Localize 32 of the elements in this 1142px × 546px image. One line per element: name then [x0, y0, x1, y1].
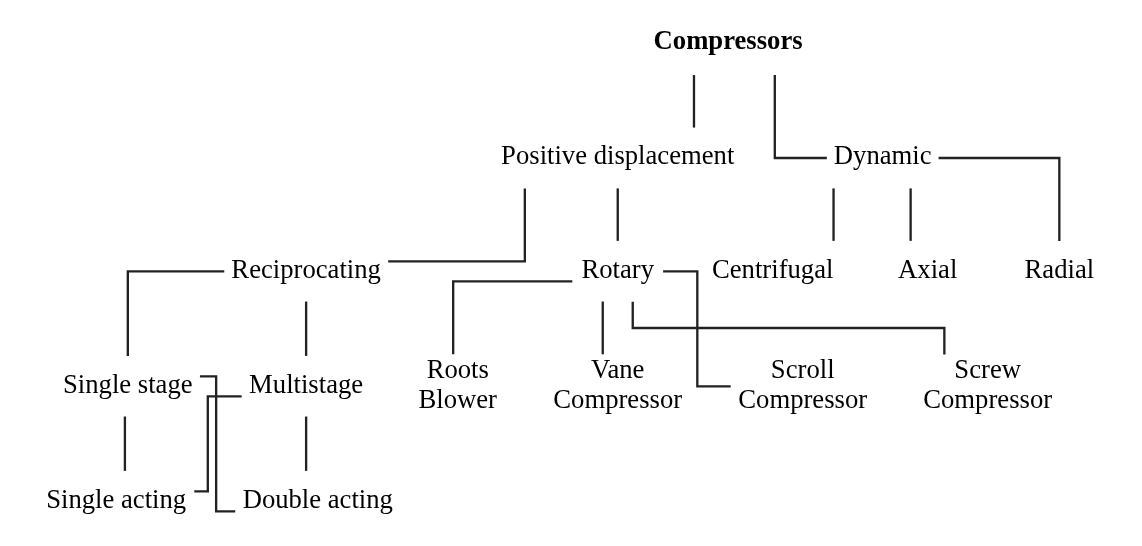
node-text: Axial — [897, 253, 957, 284]
connector — [773, 75, 827, 160]
node-text: Centrifugal — [711, 253, 833, 284]
connector — [616, 188, 619, 241]
connector — [193, 395, 242, 493]
node-text: Rotary — [580, 253, 654, 284]
node-text: Double acting — [242, 483, 393, 514]
node-text: Screw Compressor — [922, 353, 1052, 414]
connector — [451, 280, 572, 355]
node-text: Dynamic — [833, 140, 932, 171]
connector — [908, 188, 912, 241]
node-text: Single stage — [62, 368, 193, 399]
connector — [831, 188, 835, 241]
connector — [938, 156, 1060, 241]
node-text: Compressors — [653, 25, 803, 56]
node-text: Multistage — [248, 368, 363, 399]
connector — [631, 301, 946, 355]
node-text: Roots Blower — [418, 353, 497, 414]
node-text: Positive displacement — [500, 140, 734, 171]
connector — [662, 270, 731, 388]
connector — [601, 301, 604, 355]
node-text: Reciprocating — [230, 253, 381, 284]
node-text: Scroll Compressor — [737, 353, 867, 414]
connector — [304, 416, 307, 471]
connector — [387, 188, 526, 263]
connector — [126, 270, 224, 357]
connector — [692, 75, 695, 128]
node-text: Radial — [1024, 253, 1094, 284]
node-text: Single acting — [45, 483, 186, 514]
connector — [123, 416, 126, 471]
connector — [304, 301, 307, 356]
node-text: Vane Compressor — [552, 353, 682, 414]
